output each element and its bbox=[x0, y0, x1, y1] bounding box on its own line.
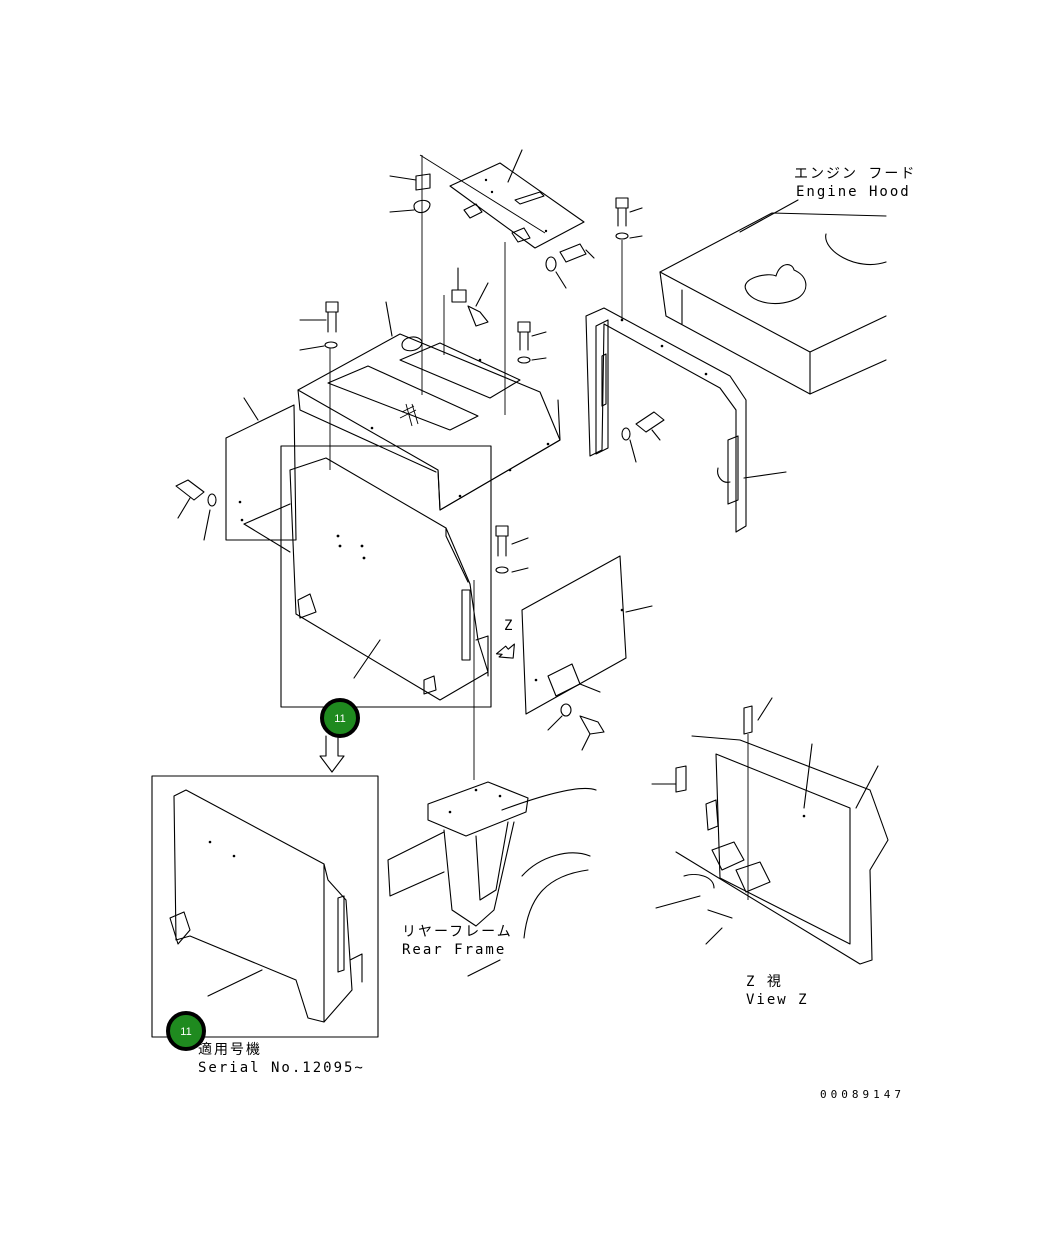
bolt-top-right bbox=[545, 243, 595, 289]
rear-frame: リヤーフレーム Rear Frame bbox=[387, 781, 597, 977]
bolt-rear-panel bbox=[547, 703, 605, 751]
left-side-panel bbox=[225, 397, 297, 553]
rear-frame-label-en: Rear Frame bbox=[402, 942, 506, 958]
rear-access-panel bbox=[521, 555, 653, 715]
bolt-housing-left bbox=[299, 301, 339, 470]
callout-11-lower[interactable]: 11 bbox=[166, 1011, 206, 1051]
callout-11-upper-label: 11 bbox=[334, 713, 345, 725]
bolt-middle-clip bbox=[443, 242, 506, 415]
engine-hood: エンジン フード Engine Hood bbox=[659, 166, 916, 395]
rear-frame-label-jp: リヤーフレーム bbox=[402, 924, 513, 940]
top-cover-plate bbox=[449, 149, 585, 249]
z-marker-label: Z bbox=[504, 618, 514, 634]
view-z-label-jp: Z 視 bbox=[746, 974, 783, 990]
engine-hood-label-en: Engine Hood bbox=[796, 184, 911, 200]
serial-label-en: Serial No.12095~ bbox=[198, 1060, 365, 1076]
side-cover-detail-box bbox=[280, 445, 492, 708]
serial-detail-box: 適用号機 Serial No.12095~ bbox=[151, 775, 379, 1076]
drawing-number: 00089147 bbox=[820, 1088, 905, 1101]
side-frame-bracket bbox=[585, 307, 787, 533]
serial-label-jp: 適用号機 bbox=[198, 1041, 262, 1058]
engine-hood-label-jp: エンジン フード bbox=[794, 166, 916, 182]
view-z-label-en: View Z bbox=[746, 992, 809, 1008]
bolt-top-left bbox=[389, 154, 546, 395]
bolt-side-left bbox=[175, 479, 217, 541]
callout-11-upper[interactable]: 11 bbox=[320, 698, 360, 738]
down-arrow bbox=[319, 735, 345, 773]
bolt-housing-right bbox=[517, 321, 547, 364]
callout-11-lower-label: 11 bbox=[180, 1026, 191, 1038]
bolt-side-frame bbox=[621, 411, 665, 463]
top-housing bbox=[297, 301, 561, 511]
z-view-marker: Z bbox=[495, 618, 515, 659]
bolt-engine-hood bbox=[615, 197, 643, 320]
bolt-side-cover bbox=[473, 525, 529, 780]
view-z-detail: Z 視 View Z bbox=[651, 697, 889, 1008]
